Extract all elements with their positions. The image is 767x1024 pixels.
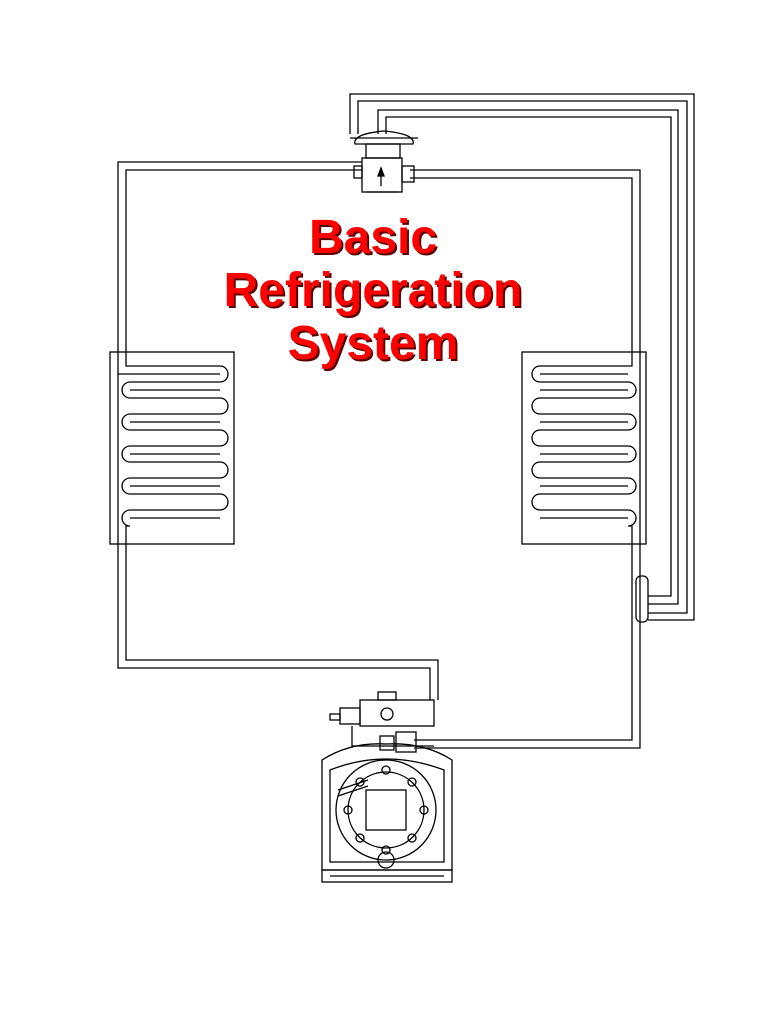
sensing-bulb: [635, 575, 649, 623]
suction-line: [414, 544, 641, 749]
diagram-title: Basic Refrigeration System: [173, 211, 573, 370]
condenser-coil: [109, 351, 235, 545]
title-line-2: Refrigeration: [223, 263, 523, 317]
compressor: [321, 691, 453, 883]
title-line-1: Basic: [308, 211, 438, 264]
top-refrigerant-line: [117, 161, 641, 352]
evaporator-coil: [521, 351, 647, 545]
capillary-tube: [349, 93, 695, 621]
title-line-3: System: [287, 316, 459, 370]
expansion-valve: [350, 130, 418, 193]
discharge-line: [117, 544, 439, 700]
